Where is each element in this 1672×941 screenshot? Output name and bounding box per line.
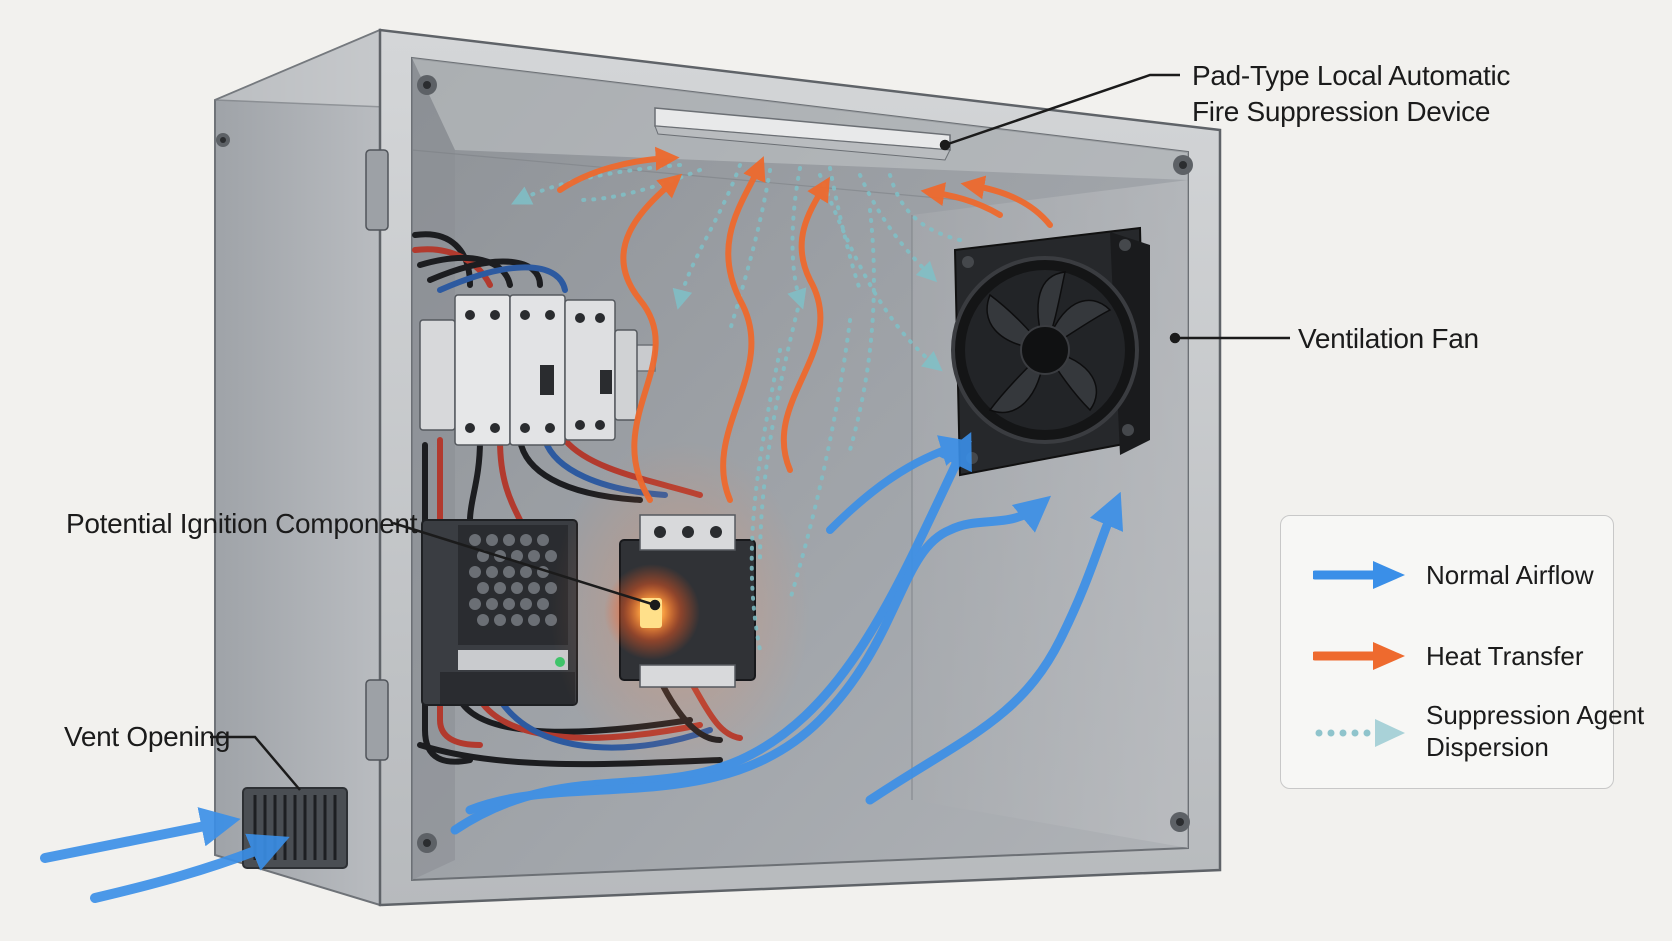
breaker-module [419,294,656,446]
vent-opening-label: Vent Opening [64,721,231,752]
corner-screw-icon [216,75,1193,853]
orange-arrow-icon [1313,642,1405,670]
fire-device-label-line1: Pad-Type Local Automatic [1192,60,1511,91]
fire-device-label: Pad-Type Local Automatic Fire Suppressio… [1192,58,1510,130]
blue-arrow-icon [1313,561,1405,589]
legend-label-suppression-agent: Suppression Agent Dispersion [1426,699,1644,763]
heat-transfer-arrows [557,146,1053,503]
leader-lines [210,73,1290,791]
legend-label-suppression-line2: Dispersion [1426,732,1549,762]
ventilation-fan [951,226,1150,477]
legend-box: Normal Airflow Heat Transfer Suppression… [1280,515,1644,789]
ignition-component-relay [550,440,810,780]
fire-suppression-pad [654,107,951,161]
airflow-arrows [40,432,1124,903]
ignition-component-label: Potential Ignition Component [66,508,418,539]
ventilation-fan-label: Ventilation Fan [1298,323,1479,354]
vent-grille [242,787,348,869]
legend-label-normal-airflow: Normal Airflow [1426,560,1594,590]
hinge-icon [365,149,389,761]
legend-label-heat-transfer: Heat Transfer [1426,641,1584,671]
legend-label-suppression-line1: Suppression Agent [1426,700,1645,730]
dotted-teal-arrow-icon [1315,719,1405,747]
fire-device-label-line2: Fire Suppression Device [1192,96,1491,127]
